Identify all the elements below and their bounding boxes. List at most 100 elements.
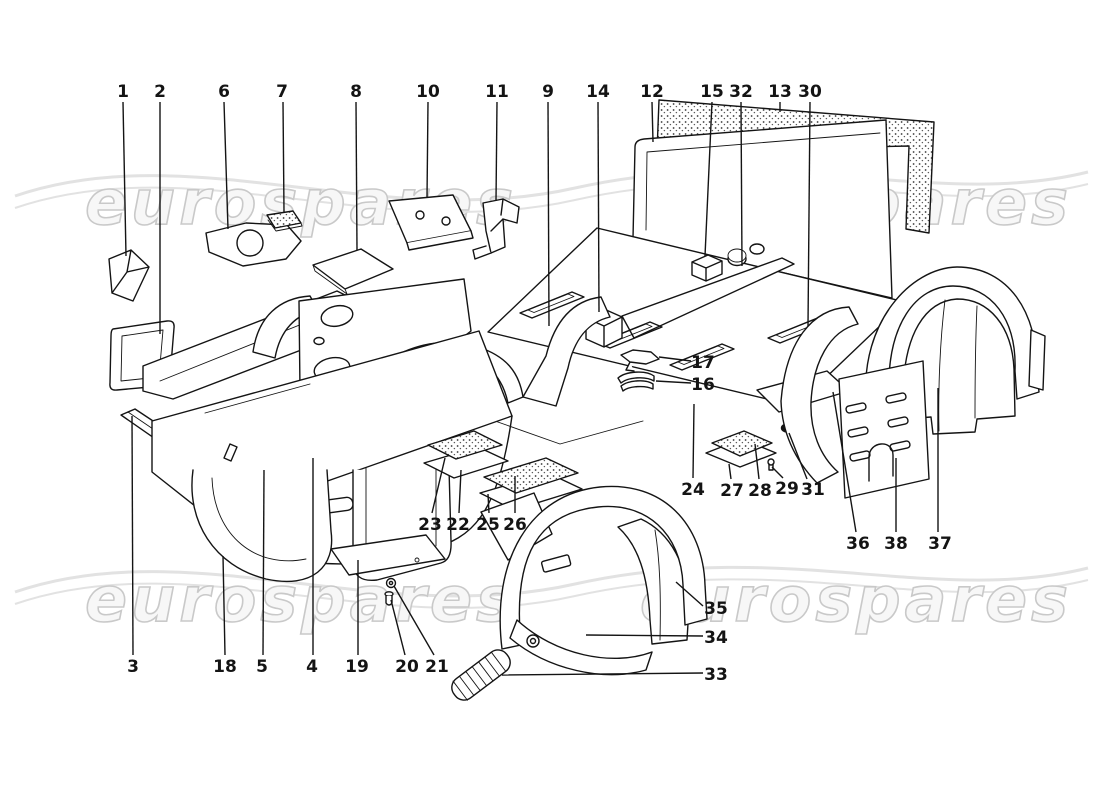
back-wall-hole-small [313,336,325,346]
part-label-9[interactable]: 9 [542,82,554,327]
part-label-31[interactable]: 31 [788,432,825,500]
part-number-30: 30 [798,82,822,102]
part-label-14[interactable]: 14 [586,82,610,313]
part-label-29[interactable]: 29 [771,466,799,499]
part-32-ring-small [749,243,765,255]
part-10-plate-fold [406,230,474,251]
part-37-shell-creases [938,299,978,432]
part-label-17[interactable]: 17 [658,353,715,373]
part-label-37[interactable]: 37 [928,388,952,554]
part-label-3[interactable]: 3 [127,415,139,677]
part-number-33: 33 [704,665,728,685]
part-leader-line-25 [487,493,490,514]
part-number-19: 19 [345,657,369,677]
part-37-side-flap [1028,329,1046,391]
part-number-28: 28 [748,481,772,501]
part-label-21[interactable]: 21 [393,585,449,677]
part-label-24[interactable]: 24 [681,403,705,500]
part-number-17: 17 [691,353,715,373]
panel-slot-vertical [223,443,238,462]
part-leader-line-1 [122,101,127,257]
part-label-30[interactable]: 30 [798,82,822,327]
swoosh-curve-top-inner [14,182,1089,213]
part-label-35[interactable]: 35 [675,581,728,619]
part-leader-line-28 [754,443,760,480]
part-15-mount-block [691,254,723,282]
part-leader-line-16 [655,380,692,384]
part-number-29: 29 [775,479,799,499]
vent-slot [847,426,869,438]
part-label-10[interactable]: 10 [416,82,440,199]
part-number-35: 35 [704,599,728,619]
part-leader-line-10 [426,101,429,199]
part-label-15[interactable]: 15 [700,82,724,257]
part-leader-line-22 [458,469,462,514]
part-36-quarter-pillar [780,306,859,484]
part-label-25[interactable]: 25 [476,493,500,535]
vent-slot [845,402,867,414]
part-35-inner-wall [617,518,690,645]
part-label-16[interactable]: 16 [655,375,715,395]
part-leader-line-17 [658,356,692,362]
part-label-11[interactable]: 11 [485,82,509,202]
part-leader-line-35 [675,581,704,607]
part-number-16: 16 [691,375,715,395]
part-label-32[interactable]: 32 [729,82,753,267]
part-number-26: 26 [503,515,527,535]
part-label-22[interactable]: 22 [446,469,470,535]
part-26-insulation-pad [483,457,579,494]
vent-slot [885,392,907,404]
floor-slot-inner [677,345,725,365]
part-21-washer [385,577,397,589]
part-8-sheet [312,248,394,290]
part-label-28[interactable]: 28 [748,443,772,501]
part-label-20[interactable]: 20 [390,599,419,677]
part-label-27[interactable]: 27 [720,463,744,501]
part-number-18: 18 [213,657,237,677]
part-leader-line-8 [355,101,358,251]
part-37-inner-shell [902,298,1016,435]
part-leader-line-30 [807,101,811,327]
part-label-26[interactable]: 26 [503,476,527,535]
part-leader-line-6 [223,101,229,230]
part-5-panel-highlight [204,383,311,414]
part-label-13[interactable]: 13 [768,82,792,112]
part-28-insulation-pad [711,430,773,457]
part-number-4: 4 [306,657,318,677]
part-label-8[interactable]: 8 [350,82,362,251]
part-label-34[interactable]: 34 [585,628,728,648]
part-leader-line-9 [547,101,550,327]
part-label-5[interactable]: 5 [256,469,268,677]
part-label-18[interactable]: 18 [213,555,237,677]
part-11-bracket [482,198,520,254]
part-38-arch-cutout [868,443,894,482]
part-leader-line-34 [585,634,704,637]
part-leader-line-18 [222,555,226,656]
part-33-corrugated-hose [451,649,511,701]
part-38-vent-slots [845,392,911,462]
part-label-1[interactable]: 1 [117,82,129,257]
part-leader-line-15 [704,101,713,257]
part-34-apron-strip [509,619,653,676]
part-label-23[interactable]: 23 [418,457,446,535]
part-number-11: 11 [485,82,509,102]
part-leader-line-24 [692,403,695,479]
part-number-13: 13 [768,82,792,102]
part-leader-line-21 [393,585,435,656]
part-label-4[interactable]: 4 [306,458,318,677]
part-number-37: 37 [928,534,952,554]
part-number-21: 21 [425,657,449,677]
part-label-2[interactable]: 2 [154,82,166,334]
part-label-12[interactable]: 12 [640,82,664,143]
part-label-33[interactable]: 33 [501,665,728,685]
part-number-12: 12 [640,82,664,102]
part-label-38[interactable]: 38 [884,458,908,554]
part-label-36[interactable]: 36 [832,391,870,554]
part-label-19[interactable]: 19 [345,560,369,677]
swoosh-curve-bottom-inner [14,578,1089,609]
part-number-14: 14 [586,82,610,102]
part-label-7[interactable]: 7 [276,82,288,213]
part-label-6[interactable]: 6 [218,82,230,230]
